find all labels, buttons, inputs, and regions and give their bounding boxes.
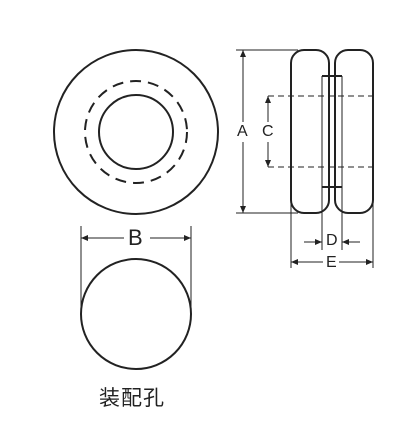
grommet-groove-circle [84, 80, 188, 184]
mounting-hole-view [80, 226, 192, 370]
grommet-outer-circle [53, 49, 219, 215]
dim-label-a: A [237, 123, 248, 140]
grommet-front-view [53, 49, 219, 215]
dim-a [236, 49, 298, 214]
dim-label-b: B [128, 225, 143, 250]
dim-label-c: C [262, 123, 274, 140]
dim-label-e: E [326, 254, 337, 271]
side-left-flange [290, 49, 330, 214]
dim-label-d: D [326, 232, 338, 249]
mounting-hole-caption: 装配孔 [99, 386, 165, 410]
side-right-flange [334, 49, 374, 214]
grommet-inner-hole-circle [98, 94, 174, 170]
grommet-side-view [268, 49, 374, 214]
mounting-hole-circle [80, 258, 192, 370]
dim-d-e [290, 187, 374, 268]
